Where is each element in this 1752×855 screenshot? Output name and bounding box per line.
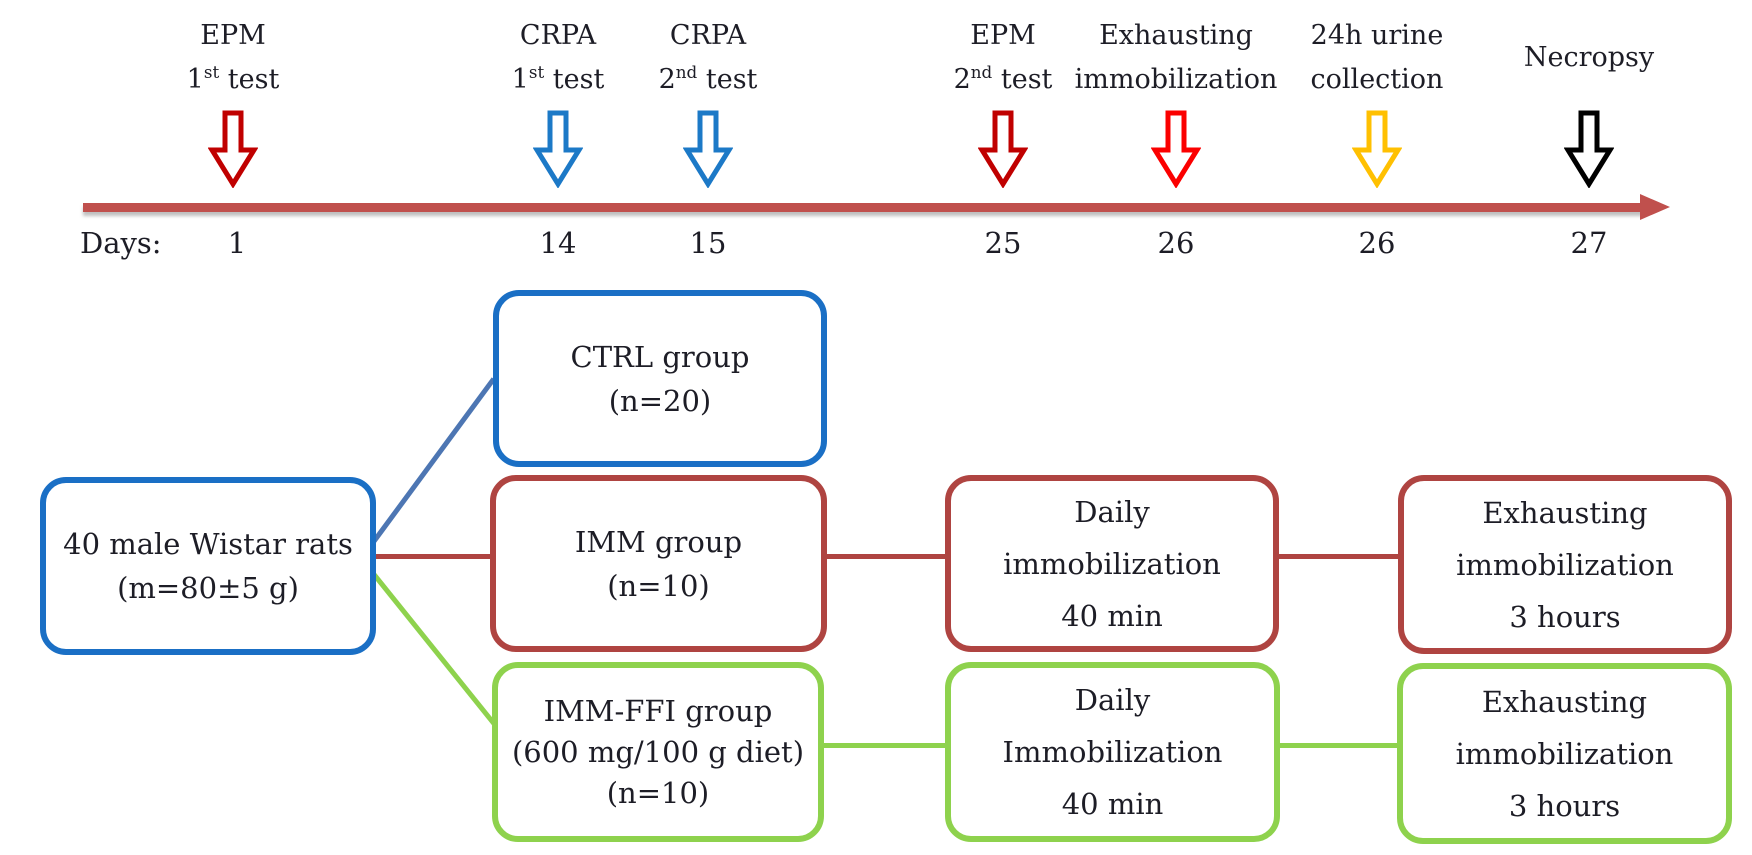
imm-exhausting-immobilization-box: Exhausting immobilization 3 hours [1398,475,1732,654]
ffi-daily-immobilization-box: Daily Immobilization 40 min [945,662,1280,842]
red-bright-arrow-icon [1151,110,1201,188]
imm-group-box: IMM group (n=10) [490,475,827,652]
timeline-event-urine-collection: 24h urine collection [1247,16,1507,188]
event-label: EPM 2nd test [953,20,1053,95]
timeline-event-crpa-2: CRPA 2nd test [578,16,838,188]
day-tick-1: 1 [227,226,247,260]
event-label: CRPA 2nd test [658,20,758,95]
red-dark-arrow-icon [978,110,1028,188]
blue-arrow-icon [533,110,583,188]
timeline-event-epm-1: EPM 1st test [103,16,363,188]
days-label: Days: [80,226,162,260]
event-label: 24h urine collection [1310,20,1444,95]
yellow-arrow-icon [1352,110,1402,188]
event-label: Necropsy [1523,42,1655,73]
connector-root-to-ctrl [359,377,496,559]
connector-imm-to-daily [813,554,947,559]
event-label: EPM 1st test [186,20,280,95]
day-tick-25: 25 [984,226,1022,260]
timeline-event-necropsy: Necropsy [1459,16,1719,188]
connector-root-to-imm-ffi [360,557,497,726]
root-group-box: 40 male Wistar rats (m=80±5 g) [40,477,376,655]
day-tick-26a: 26 [1157,226,1195,260]
imm-ffi-group-box: IMM-FFI group (600 mg/100 g diet) (n=10) [492,662,824,842]
ctrl-group-box: CTRL group (n=20) [493,290,827,467]
timeline-event-crpa-1: CRPA 1st test [428,16,688,188]
timeline-event-exhausting-immobilization: Exhausting immobilization [1046,16,1306,188]
day-tick-14: 14 [539,226,577,260]
event-label: CRPA 1st test [511,20,605,95]
ffi-exhausting-immobilization-box: Exhausting immobilization 3 hours [1397,663,1732,844]
timeline-event-epm-2: EPM 2nd test [873,16,1133,188]
day-tick-27: 27 [1570,226,1608,260]
red-dark-arrow-icon [208,110,258,188]
day-tick-15: 15 [689,226,727,260]
connector-daily-to-exhaust-imm [1265,554,1400,559]
blue-arrow-icon [683,110,733,188]
black-arrow-icon [1564,110,1614,188]
timeline-axis [83,203,1645,212]
connector-daily-to-exhaust-ffi [1266,743,1399,748]
connector-root-to-imm [362,554,492,559]
day-tick-26b: 26 [1358,226,1396,260]
event-label: Exhausting immobilization [1074,20,1278,95]
timeline-axis-arrowhead-icon [1640,194,1670,220]
imm-daily-immobilization-box: Daily immobilization 40 min [945,475,1279,652]
connector-ffi-to-daily [810,743,947,748]
